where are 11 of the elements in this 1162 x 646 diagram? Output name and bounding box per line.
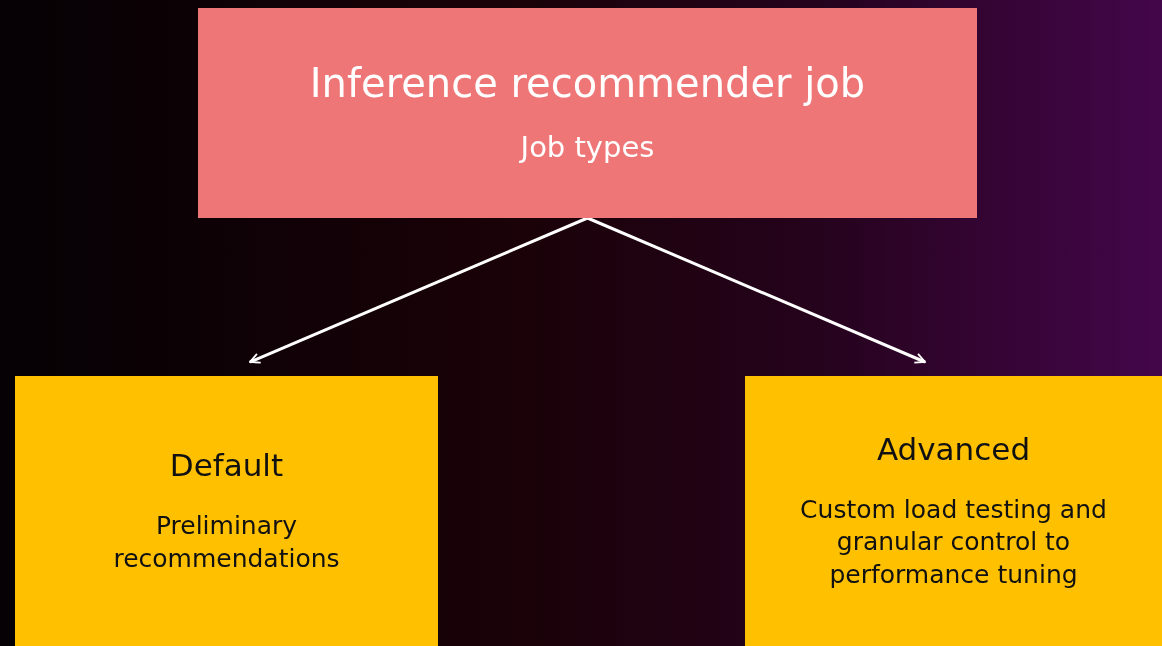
box-description: Preliminary recommendations [112,510,341,575]
arrow [586,216,926,364]
arrow [249,216,589,364]
box-description: Custom load testing and granular control to performance tuning [799,493,1108,591]
category-box [745,376,1162,646]
header-box [198,8,977,218]
box-title: Advanced [876,430,1031,468]
category-box [15,376,438,646]
box-title: Inference recommender job [309,59,866,108]
box-description: Job types [520,129,655,167]
box-title: Default [169,446,284,485]
